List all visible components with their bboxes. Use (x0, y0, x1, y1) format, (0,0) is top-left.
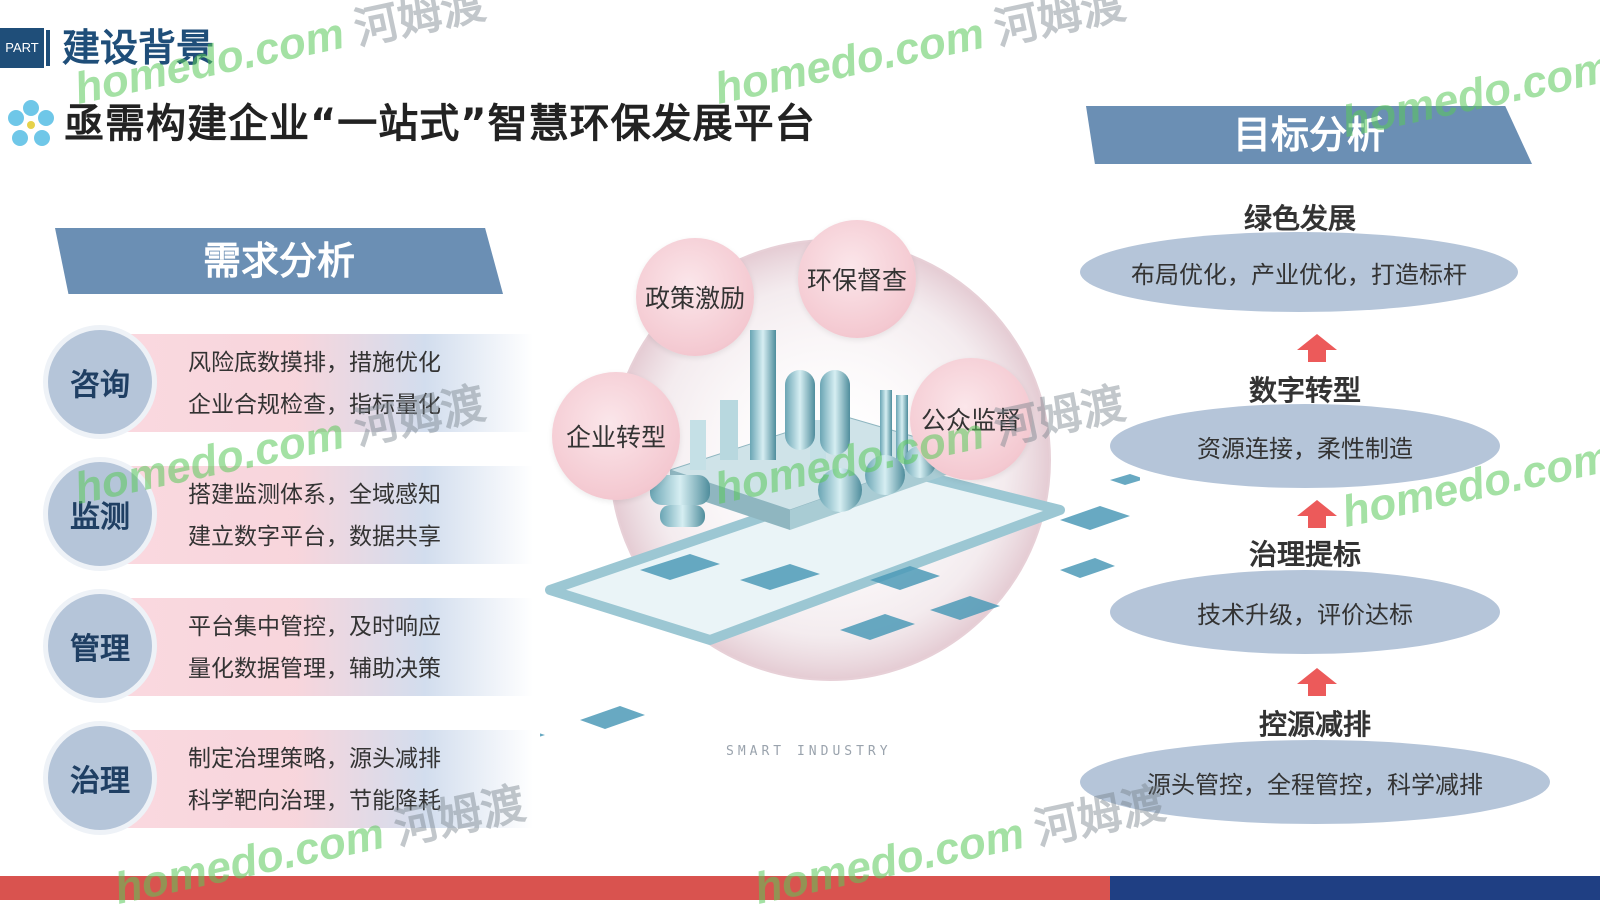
goal-title: 绿色发展 (1243, 202, 1356, 235)
need-band (103, 598, 533, 696)
needs-header: 需求分析 (55, 228, 503, 294)
need-circle: 监测 (48, 462, 152, 566)
part-tag: PART (0, 28, 44, 68)
need-circle: 咨询 (48, 330, 152, 434)
footer-bar-blue (1110, 876, 1600, 900)
arrow-up-icon (1297, 668, 1337, 696)
goal-ellipse: 源头管控，全程管控，科学减排 (1080, 740, 1550, 824)
smart-industry-caption: SMART INDUSTRY (726, 744, 892, 759)
flower-icon (4, 98, 58, 152)
need-band (103, 334, 533, 432)
section-title: 建设背景 (62, 26, 215, 70)
need-line: 科学靶向治理，节能降耗 (188, 788, 441, 814)
watermark-cn: 河姆渡 (350, 0, 490, 55)
need-row-manage: 管理 平台集中管控，及时响应 量化数据管理，辅助决策 (48, 594, 533, 700)
goal-title: 数字转型 (1248, 374, 1361, 407)
bubble-inspection: 环保督查 (798, 220, 916, 338)
need-circle: 管理 (48, 594, 152, 698)
goal-green: 绿色发展 布局优化，产业优化，打造标杆 (1080, 196, 1520, 316)
need-line: 量化数据管理，辅助决策 (188, 656, 441, 682)
smart-industry-illustration: 政策激励 环保督查 企业转型 公众监督 SMART INDUSTRY (540, 220, 1140, 780)
need-row-govern: 治理 制定治理策略，源头减排 科学靶向治理，节能降耗 (48, 726, 533, 832)
bubble-policy: 政策激励 (636, 238, 754, 356)
need-line: 平台集中管控，及时响应 (188, 614, 441, 640)
bubble-transform: 企业转型 (552, 372, 680, 500)
need-line: 搭建监测体系，全域感知 (188, 482, 441, 508)
need-circle: 治理 (48, 726, 152, 830)
goal-governance: 治理提标 技术升级，评价达标 (1110, 534, 1500, 654)
need-row-monitor: 监测 搭建监测体系，全域感知 建立数字平台，数据共享 (48, 462, 533, 568)
need-row-consult: 咨询 风险底数摸排，措施优化 企业合规检查，指标量化 (48, 330, 533, 436)
page-title: 亟需构建企业“一站式”智慧环保发展平台 (64, 101, 816, 147)
need-line: 建立数字平台，数据共享 (188, 524, 441, 550)
goals-header: 目标分析 (1086, 106, 1532, 164)
goal-ellipse: 资源连接，柔性制造 (1110, 404, 1500, 488)
goal-ellipse: 布局优化，产业优化，打造标杆 (1080, 232, 1518, 312)
bubble-supervision: 公众监督 (910, 358, 1032, 480)
goal-title: 治理提标 (1248, 538, 1361, 571)
arrow-up-icon (1297, 334, 1337, 362)
need-band (103, 466, 533, 564)
arrow-up-icon (1297, 500, 1337, 528)
watermark-cn: 河姆渡 (990, 0, 1130, 55)
goal-emission: 控源减排 源头管控，全程管控，科学减排 (1080, 704, 1550, 824)
goal-title: 控源减排 (1258, 708, 1371, 741)
need-band (103, 730, 533, 828)
divider (46, 30, 50, 66)
need-line: 企业合规检查，指标量化 (188, 392, 441, 418)
need-line: 制定治理策略，源头减排 (188, 746, 441, 772)
footer-bar-red (0, 876, 1110, 900)
need-line: 风险底数摸排，措施优化 (188, 350, 441, 376)
goal-ellipse: 技术升级，评价达标 (1110, 570, 1500, 654)
goal-digital: 数字转型 资源连接，柔性制造 (1110, 370, 1500, 490)
